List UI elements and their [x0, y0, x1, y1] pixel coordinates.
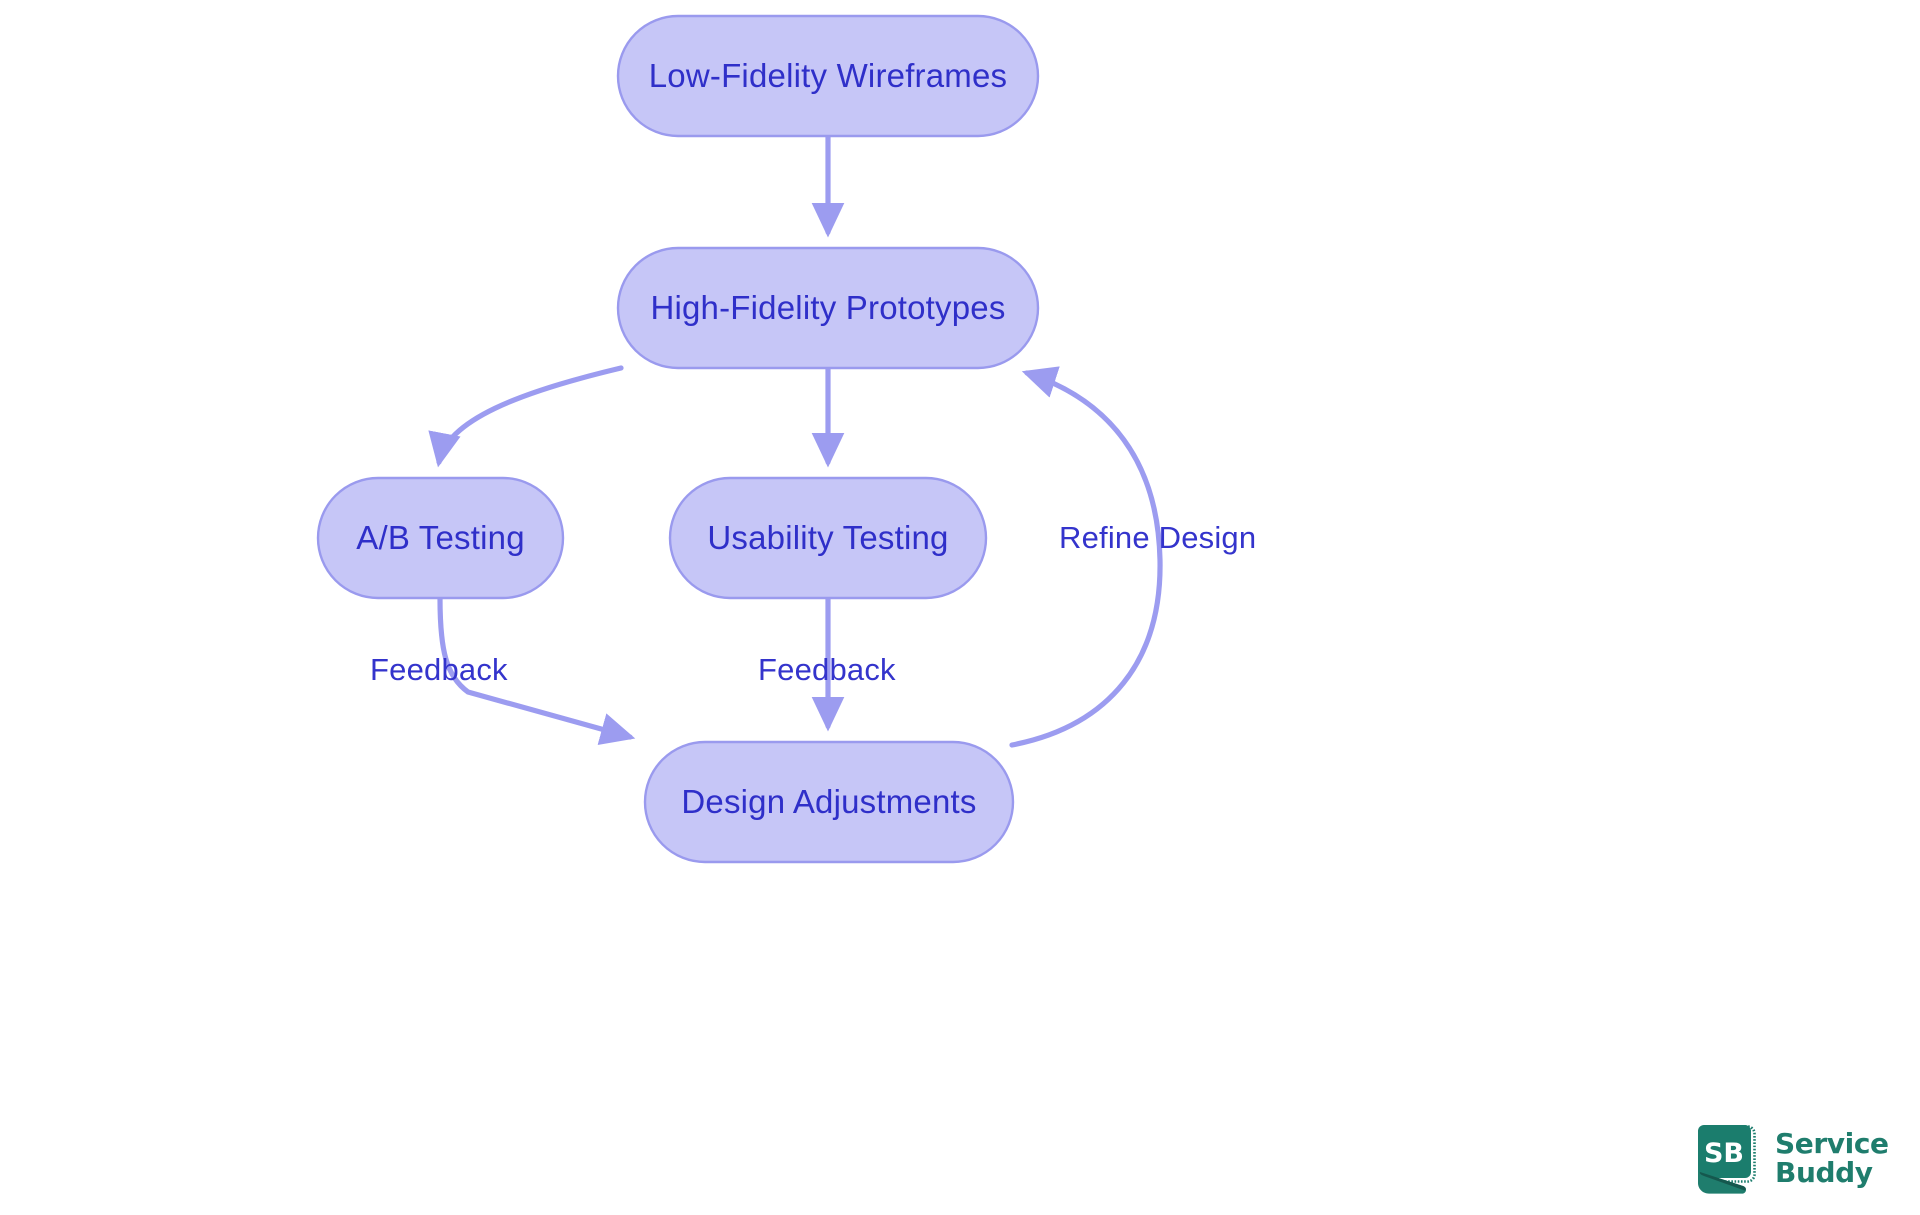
- service-buddy-wordmark: Service Buddy: [1775, 1130, 1889, 1187]
- service-buddy-mark-text: SB: [1704, 1138, 1744, 1169]
- node-low-fidelity-wireframes[interactable]: [616, 14, 1040, 138]
- node-design-adjustments[interactable]: [643, 740, 1015, 864]
- service-buddy-mark-icon: SB: [1697, 1124, 1763, 1194]
- service-buddy-logo: SB Service Buddy: [1697, 1118, 1907, 1200]
- node-ab-testing[interactable]: [316, 476, 565, 600]
- edges-layer: [428, 134, 1163, 748]
- node-usability-testing[interactable]: [668, 476, 988, 600]
- node-high-fidelity-prototypes[interactable]: [616, 246, 1040, 370]
- nodes-layer: [316, 14, 1040, 864]
- edge-abtest-to-adjust: [437, 595, 636, 745]
- edge-hifi-to-abtest: [428, 365, 624, 468]
- logo-line-buddy: Buddy: [1775, 1156, 1873, 1189]
- logo-line-service: Service: [1775, 1127, 1889, 1161]
- edge-adjust-to-hifi: [1009, 366, 1163, 748]
